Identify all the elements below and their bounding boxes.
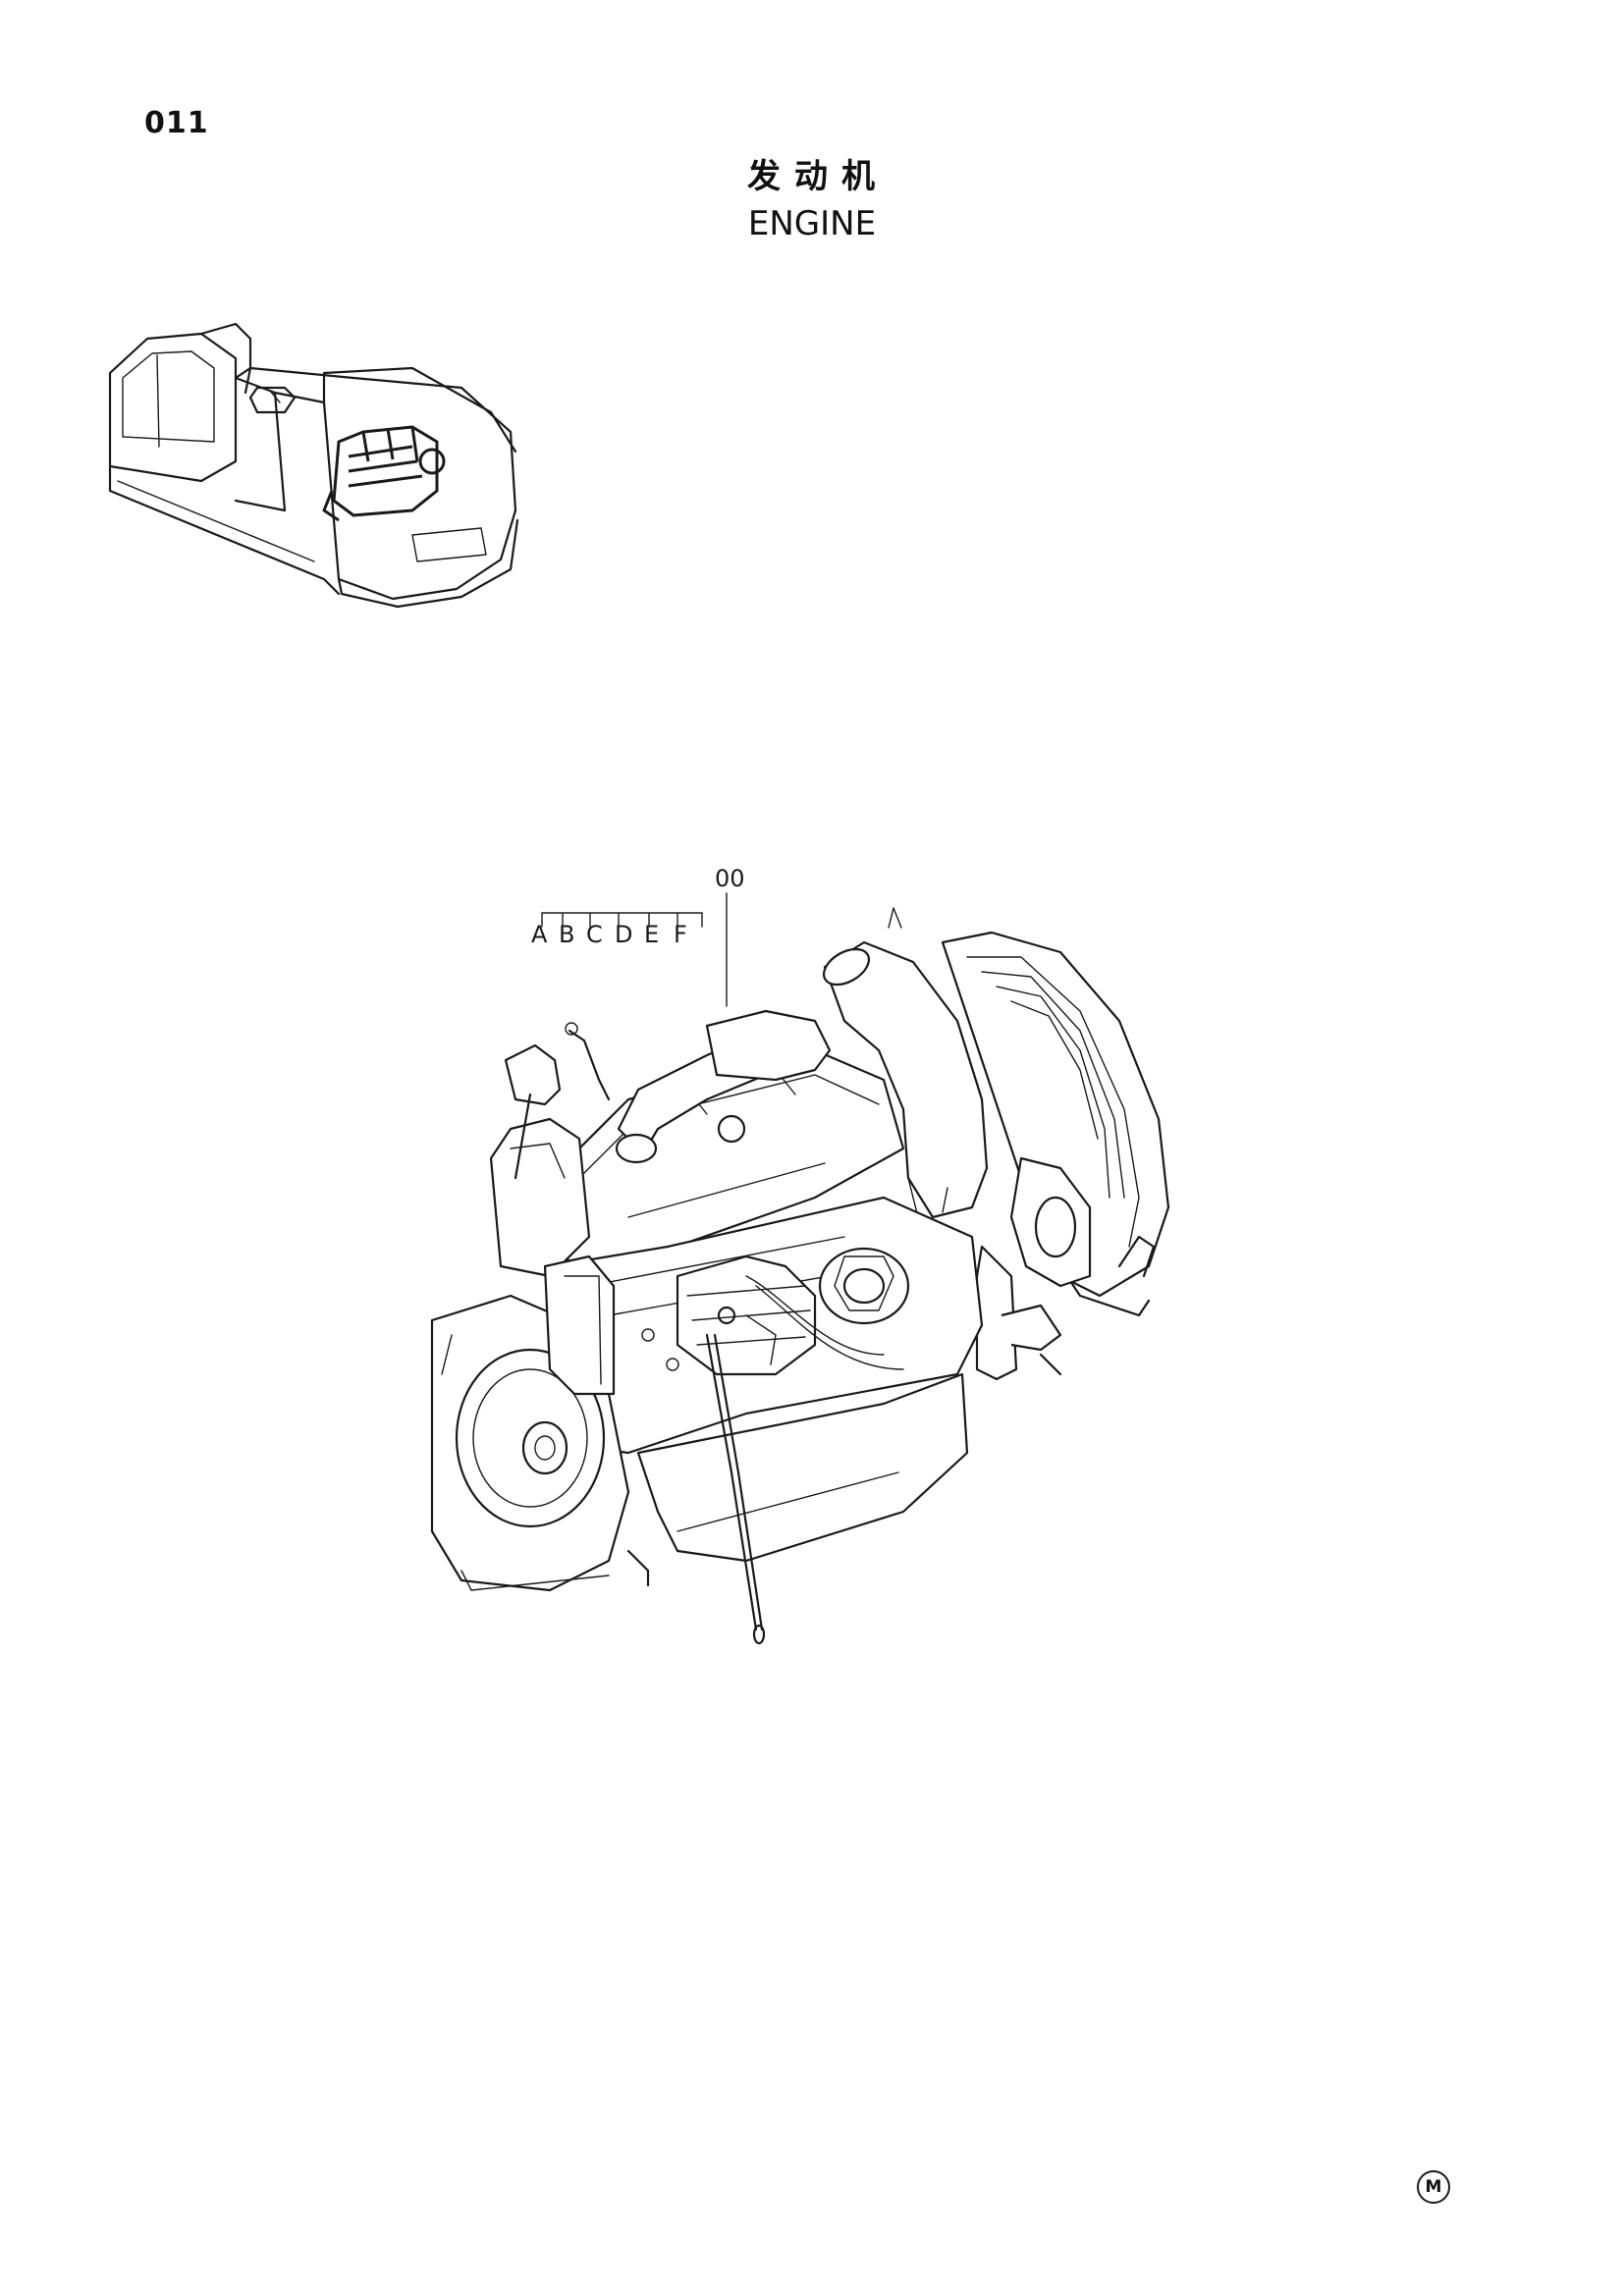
variant-letter-bracket: A B C D E F <box>531 912 703 948</box>
variant-letter-a: A <box>531 921 548 948</box>
title-block: 发动机 ENGINE <box>0 157 1624 243</box>
title-chinese: 发动机 <box>747 157 889 196</box>
highlighted-engine-icon <box>322 425 446 522</box>
dipstick <box>705 1333 758 1631</box>
title-english: ENGINE <box>747 204 877 243</box>
variant-letter-d: D <box>615 921 632 948</box>
assembly-callout-label: 00 <box>715 865 745 892</box>
page-number: 011 <box>144 106 209 140</box>
fan-shroud <box>941 931 1170 1317</box>
variant-letter-b: B <box>559 921 574 948</box>
excavator-outline <box>108 322 519 609</box>
variant-letter-c: C <box>586 921 603 948</box>
reference-mark: M <box>1417 2170 1450 2204</box>
variant-letter-f: F <box>674 921 687 948</box>
engine-illustration <box>430 907 1170 1645</box>
variant-letter-e: E <box>644 921 659 948</box>
